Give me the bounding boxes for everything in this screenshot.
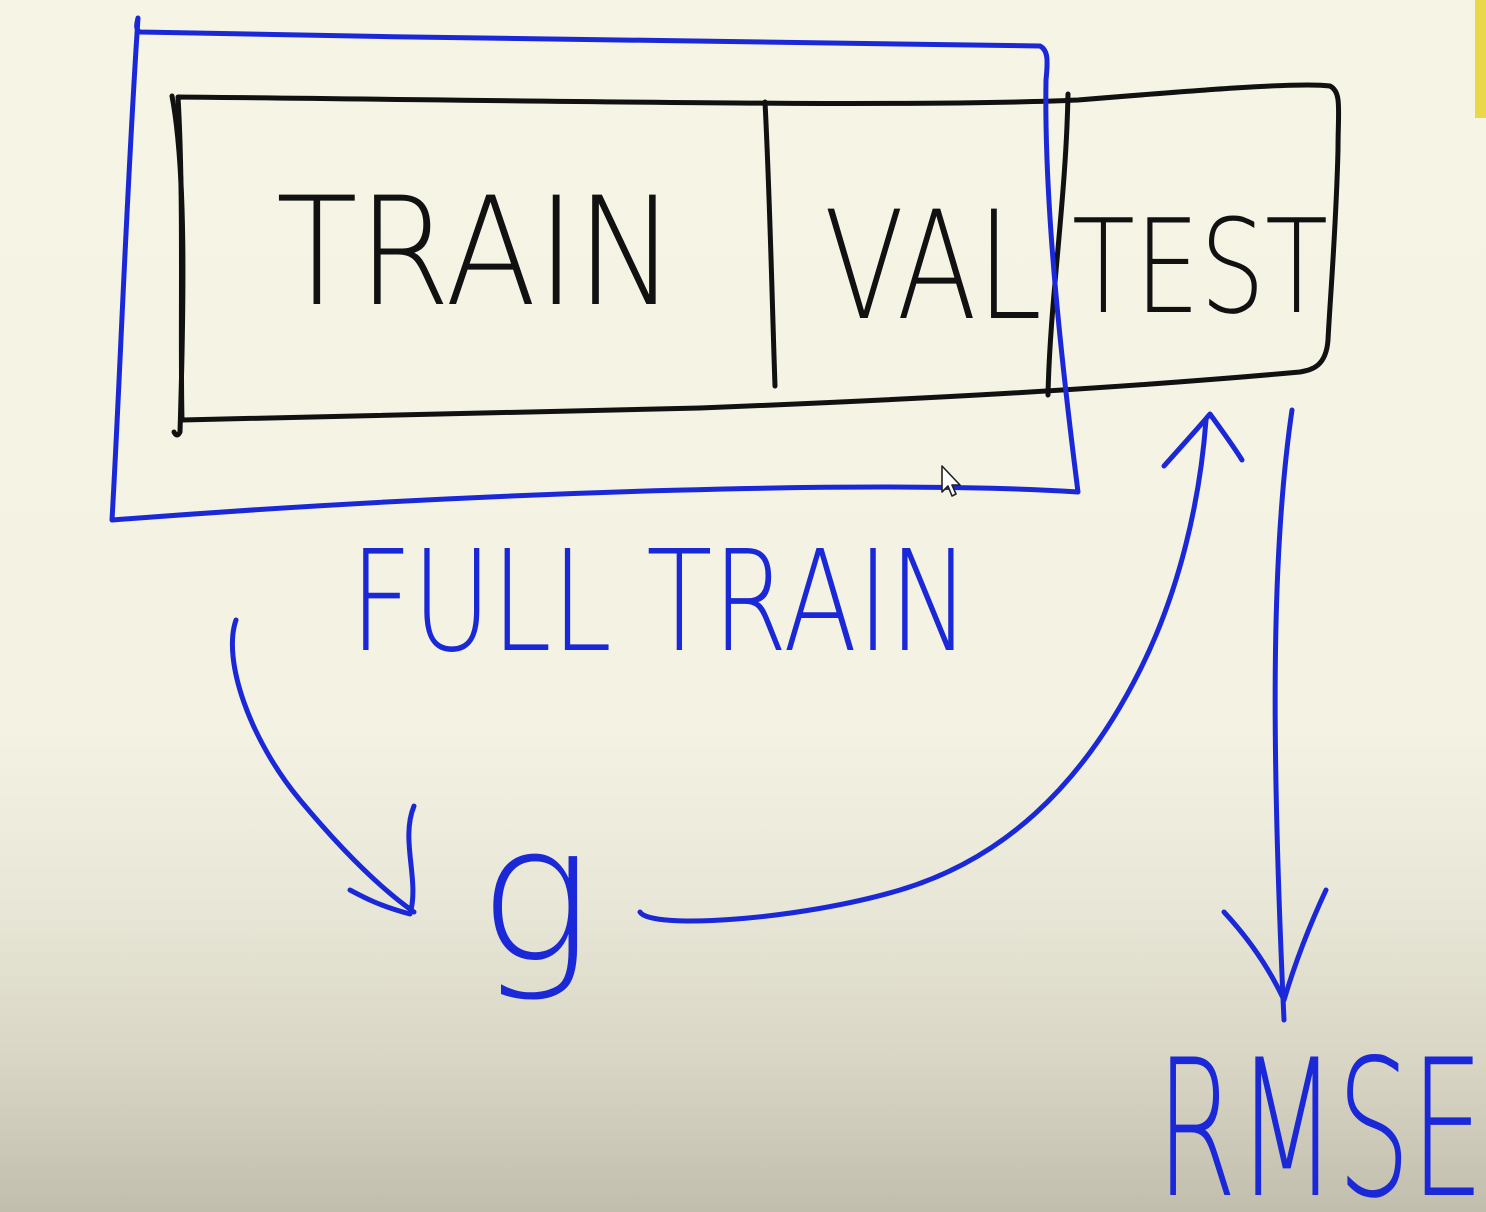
dataset-box-left-edge <box>169 93 186 438</box>
divider-train-val <box>762 99 778 389</box>
metric-label: RMSE <box>1156 1019 1484 1212</box>
test-label: TEST <box>1072 191 1328 343</box>
accent-bar <box>1475 0 1486 118</box>
arrowhead-model <box>347 803 417 917</box>
full-train-box <box>109 15 1081 523</box>
arrow-model-to-test <box>637 417 1209 924</box>
divider-val-test <box>1045 91 1071 398</box>
arrow-test-to-rmse <box>1272 407 1295 1023</box>
arrowhead-test <box>1161 411 1245 469</box>
train-label: TRAIN <box>276 166 676 340</box>
model-label: g <box>478 784 592 1005</box>
val-label: VAL <box>824 180 1042 354</box>
mouse-cursor-icon <box>941 465 961 497</box>
arrow-fulltrain-to-model <box>229 617 417 915</box>
arrowhead-rmse <box>1221 887 1329 1003</box>
full-train-label: FULL TRAIN <box>350 521 970 684</box>
dataset-box-outline <box>175 82 1342 423</box>
